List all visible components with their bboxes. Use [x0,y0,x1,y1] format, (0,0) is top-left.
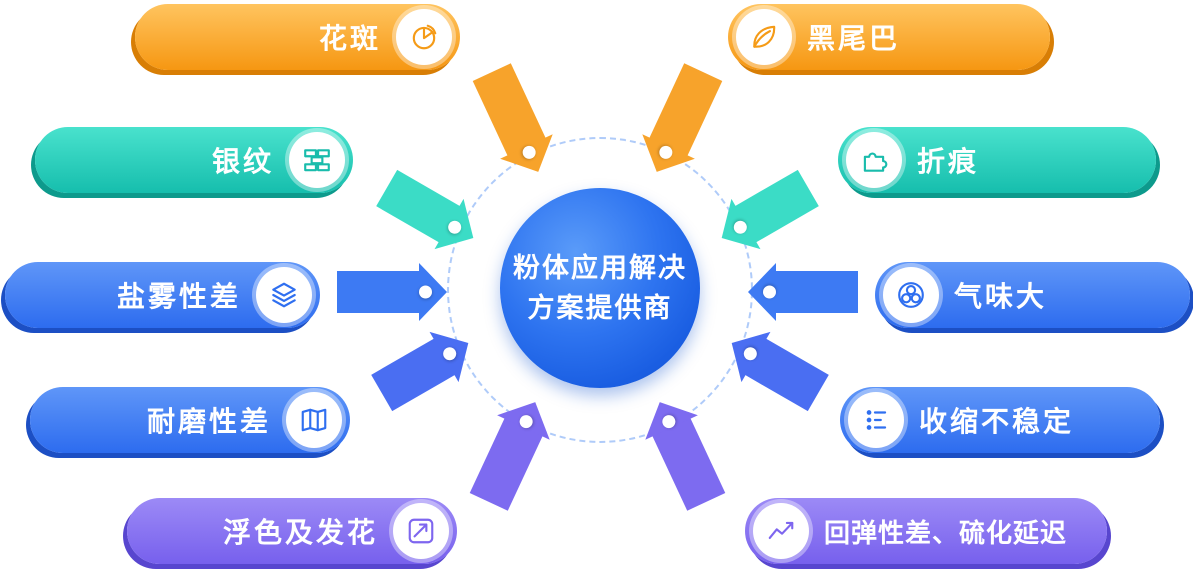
node-label: 折痕 [917,146,980,177]
node-pill-top-left: 花斑 [135,4,460,70]
connector-arrow-upper-left [375,168,488,264]
node-pill-bottom-left: 浮色及发花 [127,498,457,564]
node-pill-bottom-right: 回弹性差、硫化延迟 [745,498,1107,564]
node-pill-middle-left: 盐雾性差 [5,262,320,328]
node-label: 盐雾性差 [116,281,241,312]
node-label: 收缩不稳定 [919,406,1075,437]
line-chart-icon [753,503,809,559]
node-pill-lower-left: 耐磨性差 [30,387,350,453]
node-label: 耐磨性差 [146,406,271,437]
connector-arrow-bottom-left [468,389,562,511]
node-pill-middle-right: 气味大 [875,262,1190,328]
center-title-circle: 粉体应用解决 方案提供商 [500,188,700,388]
dashed-ring [447,137,753,443]
connector-dot [419,285,432,299]
map-icon [286,392,342,448]
node-pill-lower-right: 收缩不稳定 [840,387,1160,453]
node-label: 浮色及发花 [222,517,378,548]
node-pill-top-right: 黑尾巴 [728,4,1050,70]
node-label: 气味大 [954,281,1048,312]
center-title-line2: 方案提供商 [527,293,673,323]
connector-arrow-top-right [630,62,724,185]
connector-arrow-middle-left [337,263,447,321]
connector-arrow-lower-left [370,317,483,413]
node-label: 银纹 [211,146,274,177]
node-label: 花斑 [318,23,381,54]
connector-arrow-upper-right [707,168,820,264]
connector-dot [763,285,776,299]
list-icon [848,392,904,448]
bricks-icon [289,132,345,188]
leaf-icon [736,9,792,65]
node-pill-upper-left: 银纹 [35,127,353,193]
puzzle-icon [846,132,902,188]
node-label: 回弹性差、硫化延迟 [824,517,1068,548]
connector-arrow-bottom-right [633,389,727,511]
node-label: 黑尾巴 [807,23,901,54]
layers-icon [256,267,312,323]
molecules-icon [883,267,939,323]
pie-chart-icon [396,9,452,65]
node-pill-upper-right: 折痕 [838,127,1156,193]
connector-arrow-middle-right [748,263,858,321]
connector-arrow-lower-right [717,317,830,413]
trend-up-icon [393,503,449,559]
center-title-line1: 粉体应用解决 [513,252,687,283]
connector-arrow-top-left [471,62,565,185]
